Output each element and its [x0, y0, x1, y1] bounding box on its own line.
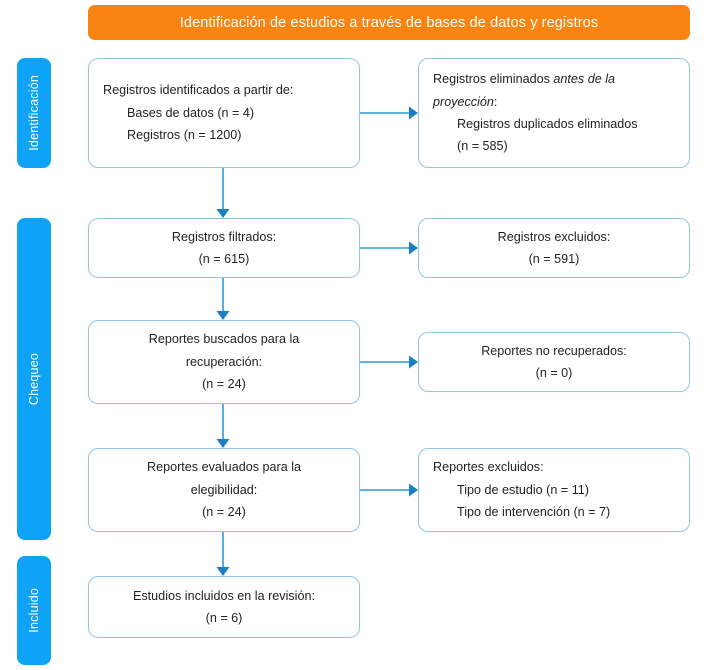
node-records-removed-line3: Registros duplicados eliminados — [457, 117, 638, 131]
node-reports-sought-line1: Reportes buscados para la — [148, 332, 300, 347]
stage-label-identificacion: Identificación — [27, 75, 41, 151]
node-reports-excluded-line3: Tipo de intervención (n = 7) — [457, 505, 611, 520]
node-records-removed-line1-pre: Registros eliminados — [433, 72, 554, 87]
node-records-identified-line2: Bases de datos (n = 4) — [127, 105, 255, 120]
node-records-removed-line2-post: : — [493, 94, 498, 109]
node-records-removed: Registros eliminados antes de la proyecc… — [418, 58, 690, 168]
node-records-identified-line1: Registros identificados a partir de: — [103, 83, 294, 98]
arrow-identified-to-removed — [360, 106, 418, 120]
node-records-removed-line2-italic: proyección — [433, 94, 494, 109]
node-studies-included-line2: (n = 6) — [205, 611, 243, 625]
node-reports-excluded: Reportes excluidos: Tipo de estudio (n =… — [418, 448, 690, 532]
node-records-excluded: Registros excluidos: (n = 591) — [418, 218, 690, 278]
node-studies-included-line1: Estudios incluidos en la revisión: — [132, 588, 315, 603]
node-reports-assessed-line3: (n = 24) — [202, 505, 246, 520]
stage-label-chequeo: Chequeo — [27, 352, 41, 406]
node-records-removed-line2: proyección: — [433, 91, 497, 113]
node-reports-sought-line2: recuperación: — [185, 354, 263, 369]
node-records-screened-line1: Registros filtrados: — [171, 229, 277, 244]
node-records-removed-line4: (n = 585) — [457, 139, 508, 154]
node-records-excluded-line1: Registros excluidos: — [497, 229, 611, 244]
stage-label-incluido: Incluido — [27, 588, 41, 633]
arrow-sought-to-not-retrieved — [360, 355, 418, 369]
node-records-removed-line1: Registros eliminados antes de la — [433, 68, 615, 90]
node-records-identified-line3: Registros (n = 1200) — [127, 128, 242, 143]
arrow-screened-to-sought — [216, 278, 230, 320]
node-reports-sought: Reportes buscados para la recuperación: … — [88, 320, 360, 404]
node-reports-assessed: Reportes evaluados para la elegibilidad:… — [88, 448, 360, 532]
stage-bar-chequeo: Chequeo — [17, 218, 51, 540]
node-reports-assessed-line1: Reportes evaluados para la — [146, 460, 302, 475]
node-reports-not-retrieved-line2: (n = 0) — [535, 366, 573, 380]
arrow-assessed-to-reports-excluded — [360, 483, 418, 497]
node-reports-sought-line3: (n = 24) — [202, 377, 246, 392]
node-records-screened-line2: (n = 615) — [198, 252, 250, 266]
node-records-removed-line1-italic: antes de la — [553, 72, 616, 87]
node-studies-included: Estudios incluidos en la revisión: (n = … — [88, 576, 360, 638]
stage-bar-identificacion: Identificación — [17, 58, 51, 168]
arrow-identified-to-screened — [216, 168, 230, 218]
node-records-screened: Registros filtrados: (n = 615) — [88, 218, 360, 278]
node-reports-not-retrieved: Reportes no recuperados: (n = 0) — [418, 332, 690, 392]
stage-bar-incluido: Incluido — [17, 556, 51, 665]
phase-header-title: Identificación de estudios a través de b… — [88, 5, 690, 40]
node-reports-assessed-line2: elegibilidad: — [190, 482, 258, 497]
node-reports-excluded-line1: Reportes excluidos: — [433, 460, 544, 475]
node-records-identified: Registros identificados a partir de: Bas… — [88, 58, 360, 168]
node-reports-not-retrieved-line1: Reportes no recuperados: — [481, 343, 627, 358]
arrow-sought-to-assessed — [216, 404, 230, 448]
node-reports-excluded-line2: Tipo de estudio (n = 11) — [457, 482, 589, 497]
node-records-excluded-line2: (n = 591) — [528, 252, 580, 266]
arrow-screened-to-excluded — [360, 241, 418, 255]
arrow-assessed-to-included — [216, 532, 230, 576]
